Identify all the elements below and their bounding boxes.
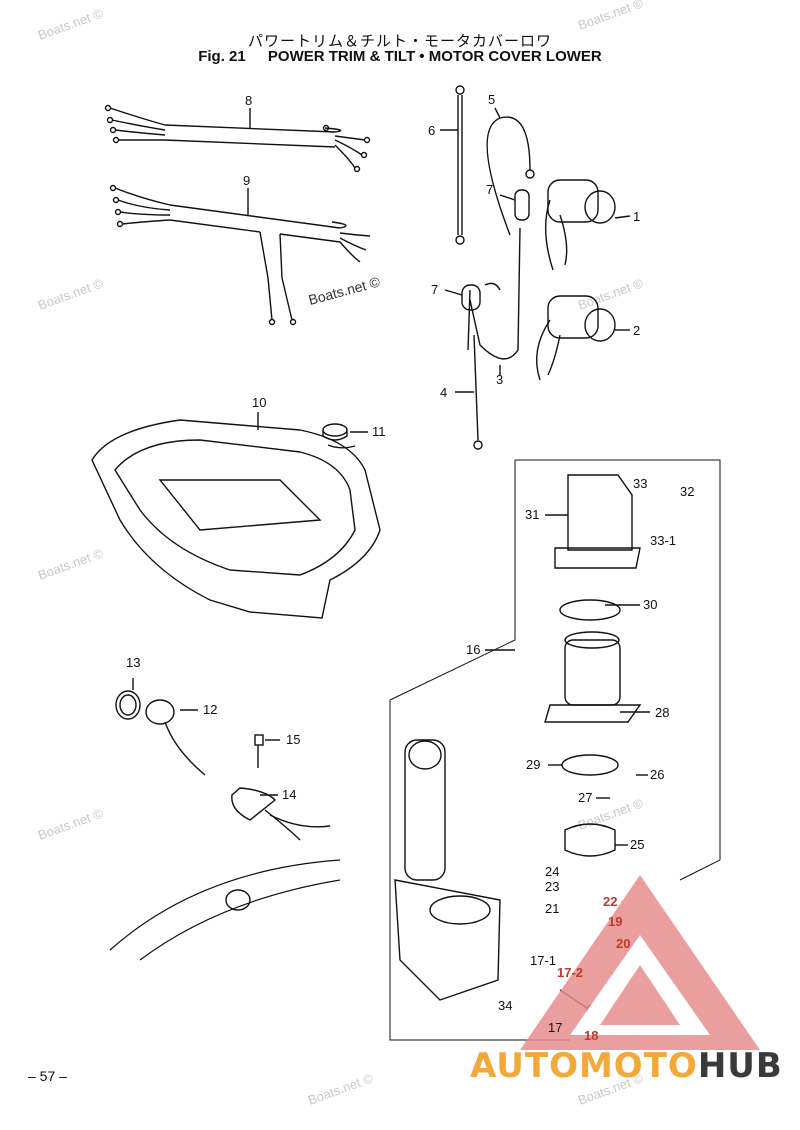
figure-title-english: POWER TRIM & TILT • MOTOR COVER LOWER [267,48,602,65]
logo-text-part2: HUB [697,1046,783,1086]
callout-labels: 8 9 5 6 7 1 7 2 3 4 10 11 13 12 15 14 16… [126,92,694,1043]
wire-harness-9 [109,184,371,326]
callout-33-1: 33-1 [650,533,676,548]
callout-17-2: 17-2 [557,965,583,980]
watermark: Boats.net © [576,0,646,33]
watermark: Boats.net © [36,545,106,583]
callout-8: 8 [245,93,252,108]
grommet-11 [322,423,368,449]
watermark: Boats.net © [36,275,106,313]
callout-31: 31 [525,507,539,522]
callout-26: 26 [650,767,664,782]
automotohub-logo: AUTOMOTOHUB [470,1046,783,1086]
callout-5: 5 [488,92,495,107]
relay-assembly [440,85,631,450]
callout-15: 15 [286,732,300,747]
callout-11: 11 [372,424,386,439]
callout-7: 7 [431,282,438,297]
callout-25: 25 [630,837,644,852]
callout-33: 33 [633,476,647,491]
callout-10: 10 [252,395,266,410]
page-number: – 57 – [28,1068,67,1084]
callout-12: 12 [203,702,217,717]
callout-21: 21 [545,901,559,916]
callout-14: 14 [282,787,296,802]
callout-34: 34 [498,998,512,1013]
callout-9: 9 [243,173,250,188]
callout-17-1: 17-1 [530,953,556,968]
callout-22: 22 [603,894,617,909]
callout-27: 27 [578,790,592,805]
callout-16: 16 [466,642,480,657]
callout-30: 30 [643,597,657,612]
figure-title-japanese: パワートリム＆チルト・モータカバーロワ [247,32,552,50]
callout-20: 20 [616,936,630,951]
motor-cover-lower [91,412,381,619]
figure-title: Fig. 21 POWER TRIM & TILT • MOTOR COVER … [0,48,800,65]
callout-4: 4 [440,385,447,400]
watermark: Boats.net © [306,1070,376,1108]
callout-3: 3 [496,372,503,387]
watermark: Boats.net © [307,273,383,308]
watermark: Boats.net © [36,5,106,43]
callout-28: 28 [655,705,669,720]
callout-7: 7 [486,182,493,197]
callout-18: 18 [584,1028,598,1043]
watermarks: Boats.net © Boats.net © Boats.net © Boat… [36,0,646,1108]
callout-29: 29 [526,757,540,772]
watermark: Boats.net © [576,275,646,313]
power-trim-tilt-unit [389,459,721,1041]
callout-2: 2 [633,323,640,338]
watermark: Boats.net © [36,805,106,843]
callout-19: 19 [608,914,622,929]
callout-17: 17 [548,1020,562,1035]
callout-24: 24 [545,864,559,879]
cable-grommet-assembly [109,678,341,961]
figure-number: Fig. 21 [198,48,246,65]
callout-6: 6 [428,123,435,138]
callout-32: 32 [680,484,694,499]
automotohub-logo-mark [520,875,760,1050]
logo-text-part1: AUTOMOTO [470,1046,698,1086]
callout-1: 1 [633,209,640,224]
callout-23: 23 [545,879,559,894]
callout-13: 13 [126,655,140,670]
wire-harness-8 [104,104,371,173]
